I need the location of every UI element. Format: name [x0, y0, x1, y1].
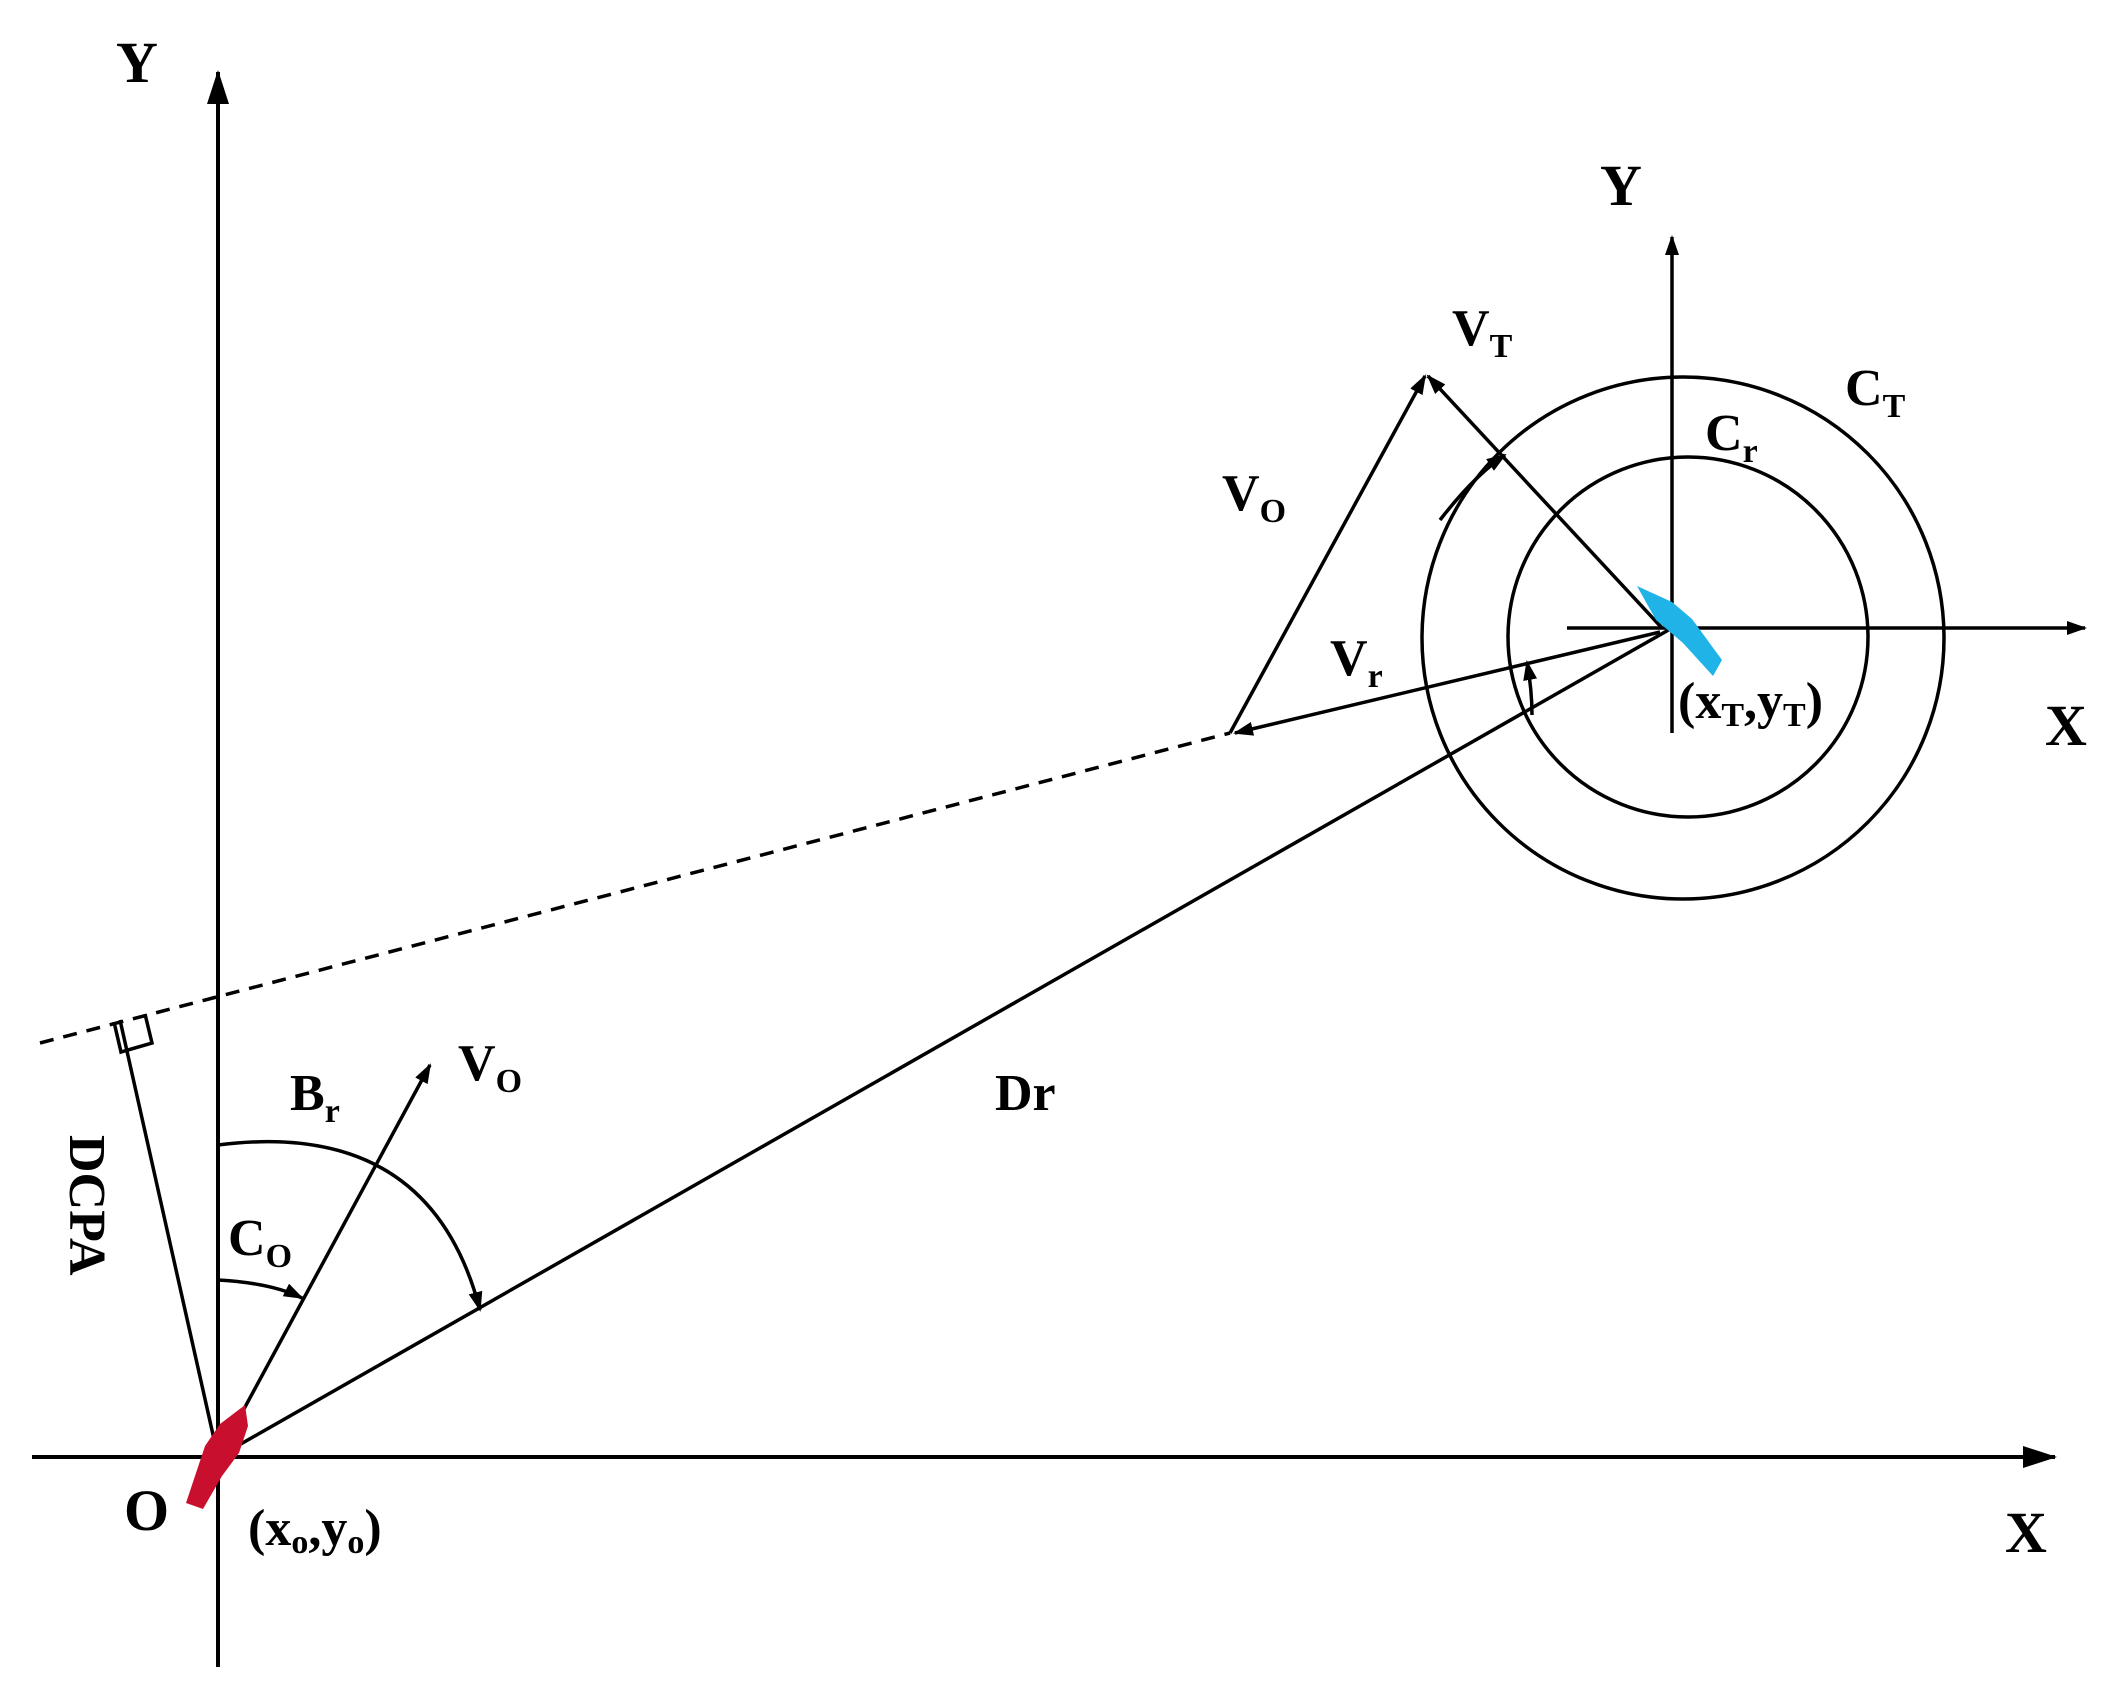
vt-vector	[1426, 374, 1664, 630]
target-coord-sub-x: T	[1721, 697, 1744, 734]
ct-label: CT	[1845, 360, 1906, 425]
target-ship-coordinates: (xT,yT)	[1678, 673, 1823, 734]
origin-x-axis-label: X	[2005, 1500, 2047, 1565]
vo-upper-label-main: V	[1222, 465, 1260, 522]
ct-label-main: C	[1845, 360, 1883, 417]
own-coord-close: )	[364, 1500, 381, 1557]
own-coord-open: (x	[248, 1500, 291, 1557]
vr-label-main: V	[1330, 630, 1368, 687]
co-label: CO	[228, 1210, 292, 1275]
own-coord-sub-x: o	[291, 1524, 308, 1561]
br-angle-arc	[217, 1140, 483, 1312]
relative-velocity-extension	[39, 731, 1231, 1045]
dr-label: Dr	[995, 1065, 1056, 1122]
vt-label: VT	[1452, 300, 1513, 365]
cr-label-main: C	[1705, 405, 1743, 462]
co-angle-arc	[217, 1278, 304, 1300]
vr-vector	[1233, 630, 1661, 736]
target-y-axis-label: Y	[1600, 153, 1642, 218]
relative-distance-line	[217, 626, 1673, 1459]
target-x-axis-label: X	[2045, 693, 2087, 758]
vo-vector-lower	[216, 1063, 432, 1458]
vo-vector-upper	[1228, 374, 1427, 734]
vo-lower-label: VO	[458, 1035, 522, 1100]
cr-arc-arrow	[1523, 660, 1538, 716]
own-coord-mid: ,y	[308, 1500, 347, 1557]
target-coord-close: )	[1806, 673, 1823, 730]
dcpa-line	[118, 1019, 220, 1458]
vr-label: Vr	[1330, 630, 1383, 695]
target-course-circle-inner	[1506, 455, 1870, 819]
target-coord-mid: ,y	[1744, 673, 1783, 730]
target-ship-icon	[1637, 586, 1722, 676]
br-label-sub: r	[325, 1093, 340, 1130]
target-coord-sub-y: T	[1783, 697, 1806, 734]
own-ship-coordinates: (xo,yo)	[248, 1500, 382, 1561]
vt-label-main: V	[1452, 300, 1490, 357]
br-label: Br	[290, 1065, 340, 1130]
origin-label: O	[124, 1478, 169, 1543]
target-coord-open: (x	[1678, 673, 1721, 730]
vo-upper-label-sub: O	[1260, 493, 1286, 530]
co-label-sub: O	[266, 1238, 292, 1275]
br-label-main: B	[290, 1065, 325, 1122]
ct-label-sub: T	[1883, 388, 1906, 425]
vo-upper-label: VO	[1222, 465, 1286, 530]
dcpa-label: DCPA	[58, 1135, 115, 1276]
cr-label-sub: r	[1743, 433, 1758, 470]
cr-label: Cr	[1705, 405, 1758, 470]
vt-label-sub: T	[1490, 328, 1513, 365]
vr-label-sub: r	[1368, 658, 1383, 695]
ct-arc-arrow	[1438, 453, 1507, 522]
origin-y-axis-label: Y	[116, 30, 158, 95]
vo-lower-label-main: V	[458, 1035, 496, 1092]
right-angle-marker	[112, 1013, 155, 1055]
co-label-main: C	[228, 1210, 266, 1267]
vo-lower-label-sub: O	[496, 1063, 522, 1100]
own-coord-sub-y: o	[347, 1524, 364, 1561]
target-course-circle-outer	[1420, 375, 1946, 901]
own-ship-icon	[186, 1405, 248, 1509]
